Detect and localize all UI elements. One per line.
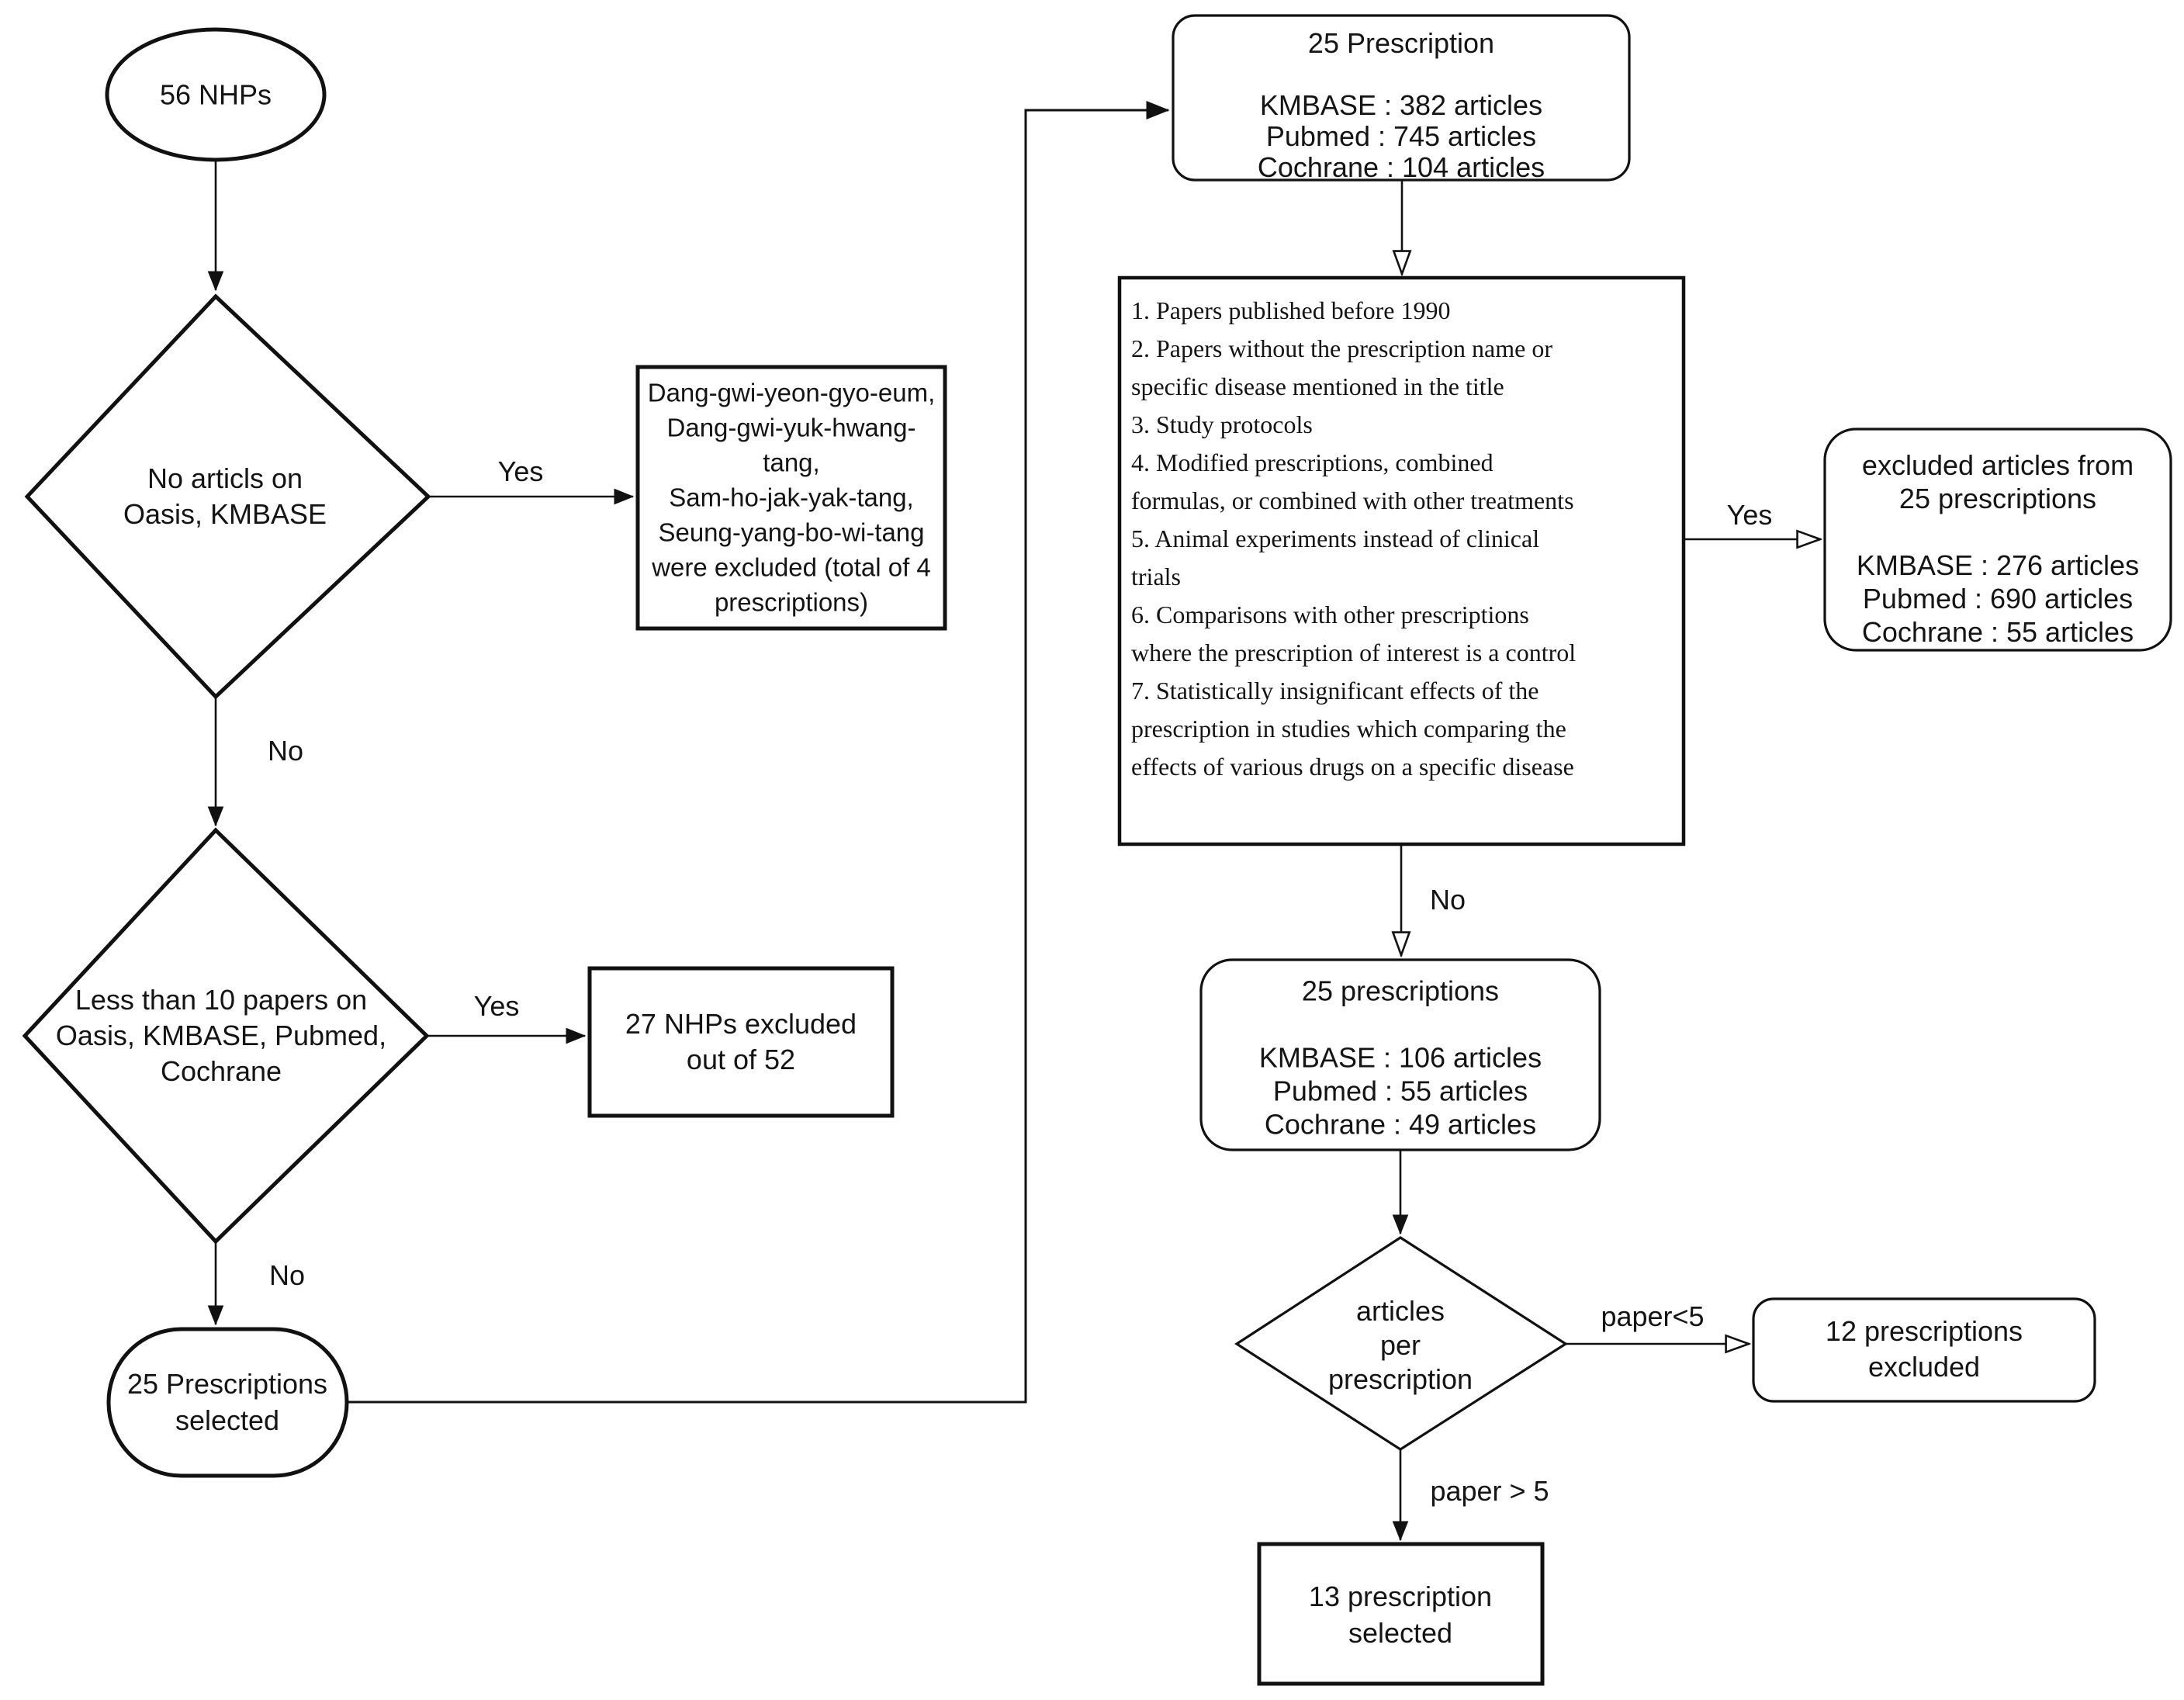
text-line: 6. Comparisons with other prescriptions xyxy=(1131,601,1529,628)
node-label-excluded27: 27 NHPs excluded out of 52 xyxy=(625,1006,857,1078)
text-line: Cochrane xyxy=(160,1055,282,1087)
text-line: Cochrane : 49 articles xyxy=(1264,1108,1537,1141)
text-line: KMBASE : 276 articles xyxy=(1856,549,2140,581)
text-line: prescription in studies which comparing … xyxy=(1131,715,1566,743)
text-line: selected xyxy=(1348,1617,1453,1649)
text-line xyxy=(1259,1008,1542,1041)
edge-label-yes1: Yes xyxy=(497,455,544,487)
text-line: excluded articles from xyxy=(1861,449,2134,481)
text-line: KMBASE : 106 articles xyxy=(1258,1041,1542,1074)
text-line: per xyxy=(1379,1329,1421,1361)
text-line: prescriptions) xyxy=(714,587,869,617)
node-label-selected13: 13 prescription selected xyxy=(1309,1578,1492,1651)
node-label-excluded4: Dang-gwi-yeon-gyo-eum, Dang-gwi-yuk-hwan… xyxy=(648,376,936,620)
edge-label-no1: No xyxy=(267,735,304,767)
text-line: out of 52 xyxy=(686,1044,796,1075)
edge-label-no2: No xyxy=(268,1259,306,1291)
text-line xyxy=(1258,59,1545,90)
text-line: where the prescription of interest is a … xyxy=(1131,639,1577,666)
text-line: 1. Papers published before 1990 xyxy=(1131,296,1451,324)
node-label-screened25: 25 prescriptions KMBASE : 106 articles P… xyxy=(1259,975,1542,1141)
text-line: Pubmed : 745 articles xyxy=(1265,120,1537,152)
text-line xyxy=(1857,515,2139,549)
text-line: 25 Prescription xyxy=(1307,27,1495,59)
node-label-selected25: 25 Prescriptions selected xyxy=(127,1366,327,1439)
text-line: Pubmed : 690 articles xyxy=(1862,583,2134,615)
text-line: 5. Animal experiments instead of clinica… xyxy=(1131,525,1540,552)
text-line: 7. Statistically insignificant effects o… xyxy=(1131,677,1539,705)
text-line: trials xyxy=(1131,563,1181,590)
text-line: tang, xyxy=(763,448,820,477)
edge-label-no3: No xyxy=(1429,884,1466,916)
text-line: Seung-yang-bo-wi-tang xyxy=(658,518,925,547)
text-line: excluded xyxy=(1867,1351,1981,1383)
text-line: Oasis, KMBASE, Pubmed, xyxy=(55,1020,387,1051)
text-line: Oasis, KMBASE xyxy=(123,498,327,530)
text-line: 27 NHPs excluded xyxy=(625,1008,857,1040)
text-line: Sam-ho-jak-yak-tang, xyxy=(669,483,914,512)
text-line: Cochrane : 55 articles xyxy=(1861,616,2134,648)
node-label-excluded12: 12 prescriptions excluded xyxy=(1826,1314,2023,1385)
node-label-excluded-articles: excluded articles from 25 prescriptions … xyxy=(1857,448,2139,649)
node-label-search25: 25 Prescription KMBASE : 382 articles Pu… xyxy=(1258,28,1545,183)
node-label-decision3: articles per prescription xyxy=(1328,1294,1473,1397)
text-line: Less than 10 papers on xyxy=(74,984,368,1016)
text-line: 2. Papers without the prescription name … xyxy=(1131,334,1552,362)
text-line: 13 prescription xyxy=(1308,1581,1493,1612)
text-line: 3. Study protocols xyxy=(1131,410,1313,438)
text-line: 56 NHPs xyxy=(159,78,272,111)
excluded-12-prescriptions-box xyxy=(1752,1297,2096,1403)
text-line: selected xyxy=(175,1404,280,1436)
text-line: 4. Modified prescriptions, combined xyxy=(1131,448,1493,476)
text-line: effects of various drugs on a specific d… xyxy=(1131,753,1574,781)
edge-label-yes3: Yes xyxy=(1726,499,1773,531)
text-line: 25 prescriptions xyxy=(1898,483,2097,514)
text-line: Dang-gwi-yuk-hwang- xyxy=(666,413,916,442)
edge-label-paper-gt5: paper > 5 xyxy=(1430,1475,1549,1507)
text-line: Pubmed : 55 articles xyxy=(1272,1075,1528,1107)
text-line: 25 Prescriptions xyxy=(126,1368,328,1400)
edge-label-paper-lt5: paper<5 xyxy=(1601,1300,1705,1332)
edge-label-yes2: Yes xyxy=(473,990,520,1022)
selected-13-prescriptions-box xyxy=(1257,1542,1545,1686)
excluded-prescriptions-box xyxy=(635,365,947,631)
text-line: were excluded (total of 4 xyxy=(652,552,931,582)
edge-selected25-to-search25 xyxy=(347,101,1170,1404)
node-label-decision2: Less than 10 papers on Oasis, KMBASE, Pu… xyxy=(56,982,386,1089)
excluded-27-nhps-box xyxy=(587,966,895,1118)
text-line: Dang-gwi-yeon-gyo-eum, xyxy=(647,378,936,407)
excluded-articles-box xyxy=(1823,428,2172,652)
exclusion-criteria-box xyxy=(1117,275,1686,847)
text-line: 12 prescriptions xyxy=(1825,1315,2023,1347)
text-line: formulas, or combined with other treatme… xyxy=(1131,486,1574,514)
text-line: KMBASE : 382 articles xyxy=(1259,89,1543,121)
node-label-start: 56 NHPs xyxy=(160,78,272,113)
text-line: Cochrane : 104 articles xyxy=(1257,151,1545,183)
text-line: articles xyxy=(1355,1295,1445,1327)
text-line: prescription xyxy=(1327,1363,1473,1395)
node-label-criteria: 1. Papers published before 1990 2. Paper… xyxy=(1131,292,1676,786)
node-label-decision1: No articls on Oasis, KMBASE xyxy=(123,461,327,532)
text-line: 25 prescriptions xyxy=(1301,975,1500,1007)
text-line: No articls on xyxy=(147,462,303,494)
text-line: specific disease mentioned in the title xyxy=(1131,372,1504,400)
